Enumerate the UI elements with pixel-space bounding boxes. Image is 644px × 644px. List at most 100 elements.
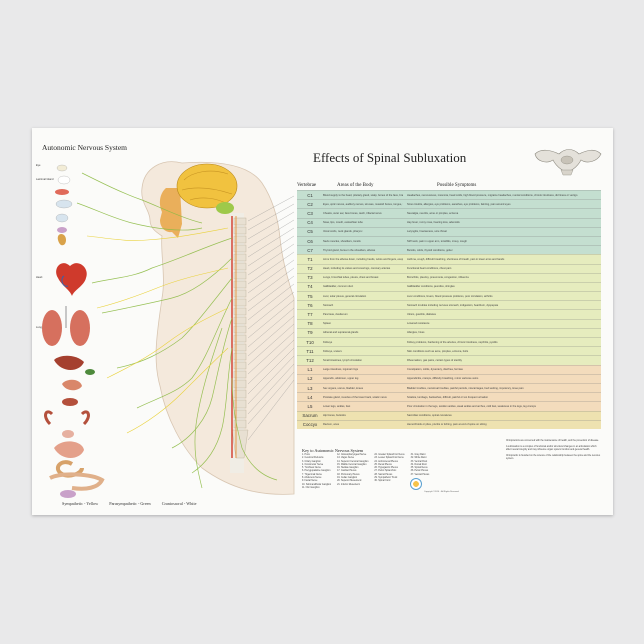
area-cell: Liver, solar plexus, general circulation bbox=[323, 294, 367, 298]
key-item: 1. Pons bbox=[302, 454, 310, 456]
key-item: 32. White Rami bbox=[410, 457, 427, 460]
symptom-cell: Poor circulation in the legs, swollen an… bbox=[407, 404, 536, 408]
symptom-cell: Stomach troubles including nervous stoma… bbox=[407, 303, 499, 307]
key-item: 33. Ventral Root bbox=[410, 460, 428, 463]
key-item: 22. Greater Splanchnic Nerve bbox=[374, 454, 405, 456]
symptom-cell: Constipation, colitis, dysentery, diarrh… bbox=[407, 368, 463, 372]
vertebra-label: C2 bbox=[307, 201, 313, 207]
key-item: 9. Facial Nerve bbox=[302, 480, 318, 483]
vertebra-label: T1 bbox=[307, 256, 313, 262]
symptom-cell: Functional heart conditions, chest pain bbox=[407, 267, 452, 271]
key-item: 5. Trochlear Nerve bbox=[302, 467, 321, 470]
key-item: 15. Middle Cervical Ganglion bbox=[337, 463, 367, 466]
area-cell: Small intestines, lymph circulation bbox=[323, 358, 362, 362]
vertebra-label: T10 bbox=[306, 339, 314, 345]
poster: Eye Lacrimal Gland Heart Lung Autonomic … bbox=[32, 128, 613, 515]
symptom-cell: Sacroiliac conditions, spinal curvatures bbox=[407, 414, 452, 418]
symptom-cell: Appendicitis, cramps, difficulty breathi… bbox=[407, 377, 479, 381]
key-item: 29. Sympathetic Trunk bbox=[374, 477, 398, 480]
vertebra-label: T12 bbox=[306, 357, 314, 363]
left-title: Autonomic Nervous System bbox=[42, 143, 127, 152]
symptom-cell: Bronchitis, pleurisy, pneumonia, congest… bbox=[407, 276, 469, 280]
vertebra-label: Sacrum bbox=[302, 413, 318, 419]
table-row: C3 Cheeks, outer ear, face bones, teeth, … bbox=[297, 208, 601, 218]
area-cell: Prostate gland, muscles of the lower bac… bbox=[323, 395, 387, 399]
main-title: Effects of Spinal Subluxation bbox=[313, 150, 467, 165]
note-3: Chiropractic is founded on the science o… bbox=[506, 455, 601, 461]
symptom-cell: Hemorrhoids or piles, pruritis or itchin… bbox=[407, 423, 487, 427]
vertebra-label: T9 bbox=[307, 330, 313, 336]
symptom-cell: Ulcers, gastritis, diabetes bbox=[407, 313, 436, 317]
area-cell: Cheeks, outer ear, face bones, teeth, tr… bbox=[323, 211, 382, 215]
key-item: 17. Cardiac Plexus bbox=[337, 470, 357, 473]
header-areas: Areas of the Body bbox=[337, 182, 374, 188]
chiropractic-notes: Chiropractors are concerned with the mai… bbox=[506, 440, 602, 464]
key-title: Key to Autonomic Nervous System bbox=[302, 448, 364, 453]
area-cell: Stomach bbox=[323, 303, 334, 307]
area-cell: Nose, lips, mouth, eustachian tube bbox=[323, 221, 363, 225]
vertebra-label: C3 bbox=[307, 210, 313, 216]
note-1: Chiropractors are concerned with the mai… bbox=[506, 440, 599, 442]
symptom-cell: Liver conditions, fevers, blood pressure… bbox=[407, 294, 493, 298]
symptom-cell: Lowered resistance bbox=[407, 322, 430, 326]
key-item: 35. Spinal Nerve bbox=[410, 467, 428, 470]
key-item: 27. Pelvic Splanchnic bbox=[374, 470, 397, 473]
skull-vertebra-icon bbox=[534, 149, 602, 176]
key-item: 24. Aorticorenal Plexus bbox=[374, 460, 398, 463]
key-item: 2. Cerebral Peduncle bbox=[302, 457, 324, 460]
vertebra-label: L3 bbox=[307, 385, 313, 391]
copyright: Copyright ©2016 – All Rights Reserved bbox=[424, 491, 459, 493]
symptom-cell: Neuralgia, neuritis, acne or pimples, ec… bbox=[407, 211, 459, 215]
symptom-cell: Bursitis, colds, thyroid conditions, goi… bbox=[407, 248, 453, 252]
vertebra-label: T5 bbox=[307, 293, 313, 299]
vertebra-label: T3 bbox=[307, 275, 313, 281]
vertebra-label: C1 bbox=[307, 192, 313, 198]
key-item: 21. Inferior Mesenteric bbox=[337, 483, 360, 486]
note-2: A subluxation is a complex of functional… bbox=[506, 446, 597, 452]
symptom-cell: Skin conditions such as acne, pimples, e… bbox=[407, 349, 469, 353]
area-cell: Appendix, abdomen, upper leg bbox=[323, 377, 359, 381]
key-item: 10. Submandibular Ganglion bbox=[302, 483, 332, 486]
vertebra-label: T2 bbox=[307, 266, 313, 272]
key-item: 31. Gray Rami bbox=[410, 454, 426, 456]
vertebra-label: T4 bbox=[307, 284, 313, 290]
vertebra-label: C7 bbox=[307, 247, 313, 253]
area-cell: Neck muscles, shoulders, tonsils bbox=[323, 239, 361, 243]
area-cell: Arms from the elbows down, including han… bbox=[323, 257, 403, 261]
key-item: 20. Superior Mesenteric bbox=[337, 480, 362, 483]
vertebra-label: Coccyx bbox=[302, 422, 318, 428]
symptom-cell: Asthma, cough, difficult breathing, shor… bbox=[407, 257, 505, 261]
skull-base-illustration bbox=[531, 146, 603, 181]
area-cell: Gallbladder, common duct bbox=[323, 285, 354, 289]
area-cell: Heart, including its valves and covering… bbox=[323, 267, 391, 271]
key-item: 13. Vagus Nerve bbox=[337, 457, 355, 460]
label-heart: Heart bbox=[36, 276, 43, 279]
vertebra-label: L1 bbox=[307, 367, 313, 373]
legend-parasympathetic: Parasympathetic - Green bbox=[109, 501, 151, 506]
organ-illustrations bbox=[42, 164, 105, 498]
key-item: 3. Ciliary Ganglion bbox=[302, 460, 321, 463]
label-lung: Lung bbox=[36, 326, 42, 329]
vertebra-label: C5 bbox=[307, 229, 313, 235]
symptom-cell: Gallbladder conditions, jaundice, shingl… bbox=[407, 285, 455, 289]
nervous-system-illustration bbox=[42, 161, 295, 498]
key-item: 14. Superior Cervical Ganglion bbox=[337, 460, 369, 463]
area-cell: Adrenal and suprarenal glands bbox=[323, 331, 359, 335]
key-item: 19. Celiac Ganglion bbox=[337, 477, 358, 480]
area-cell: Kidneys bbox=[323, 340, 333, 344]
header-symptoms: Possible Symptoms bbox=[437, 182, 477, 188]
key-item: 26. Hypogastric Plexus bbox=[374, 467, 398, 470]
symptom-cell: Laryngitis, hoarseness, sore throat bbox=[407, 230, 447, 234]
table-row: T4 Gallbladder, common duct Gallbladder co… bbox=[297, 281, 601, 292]
